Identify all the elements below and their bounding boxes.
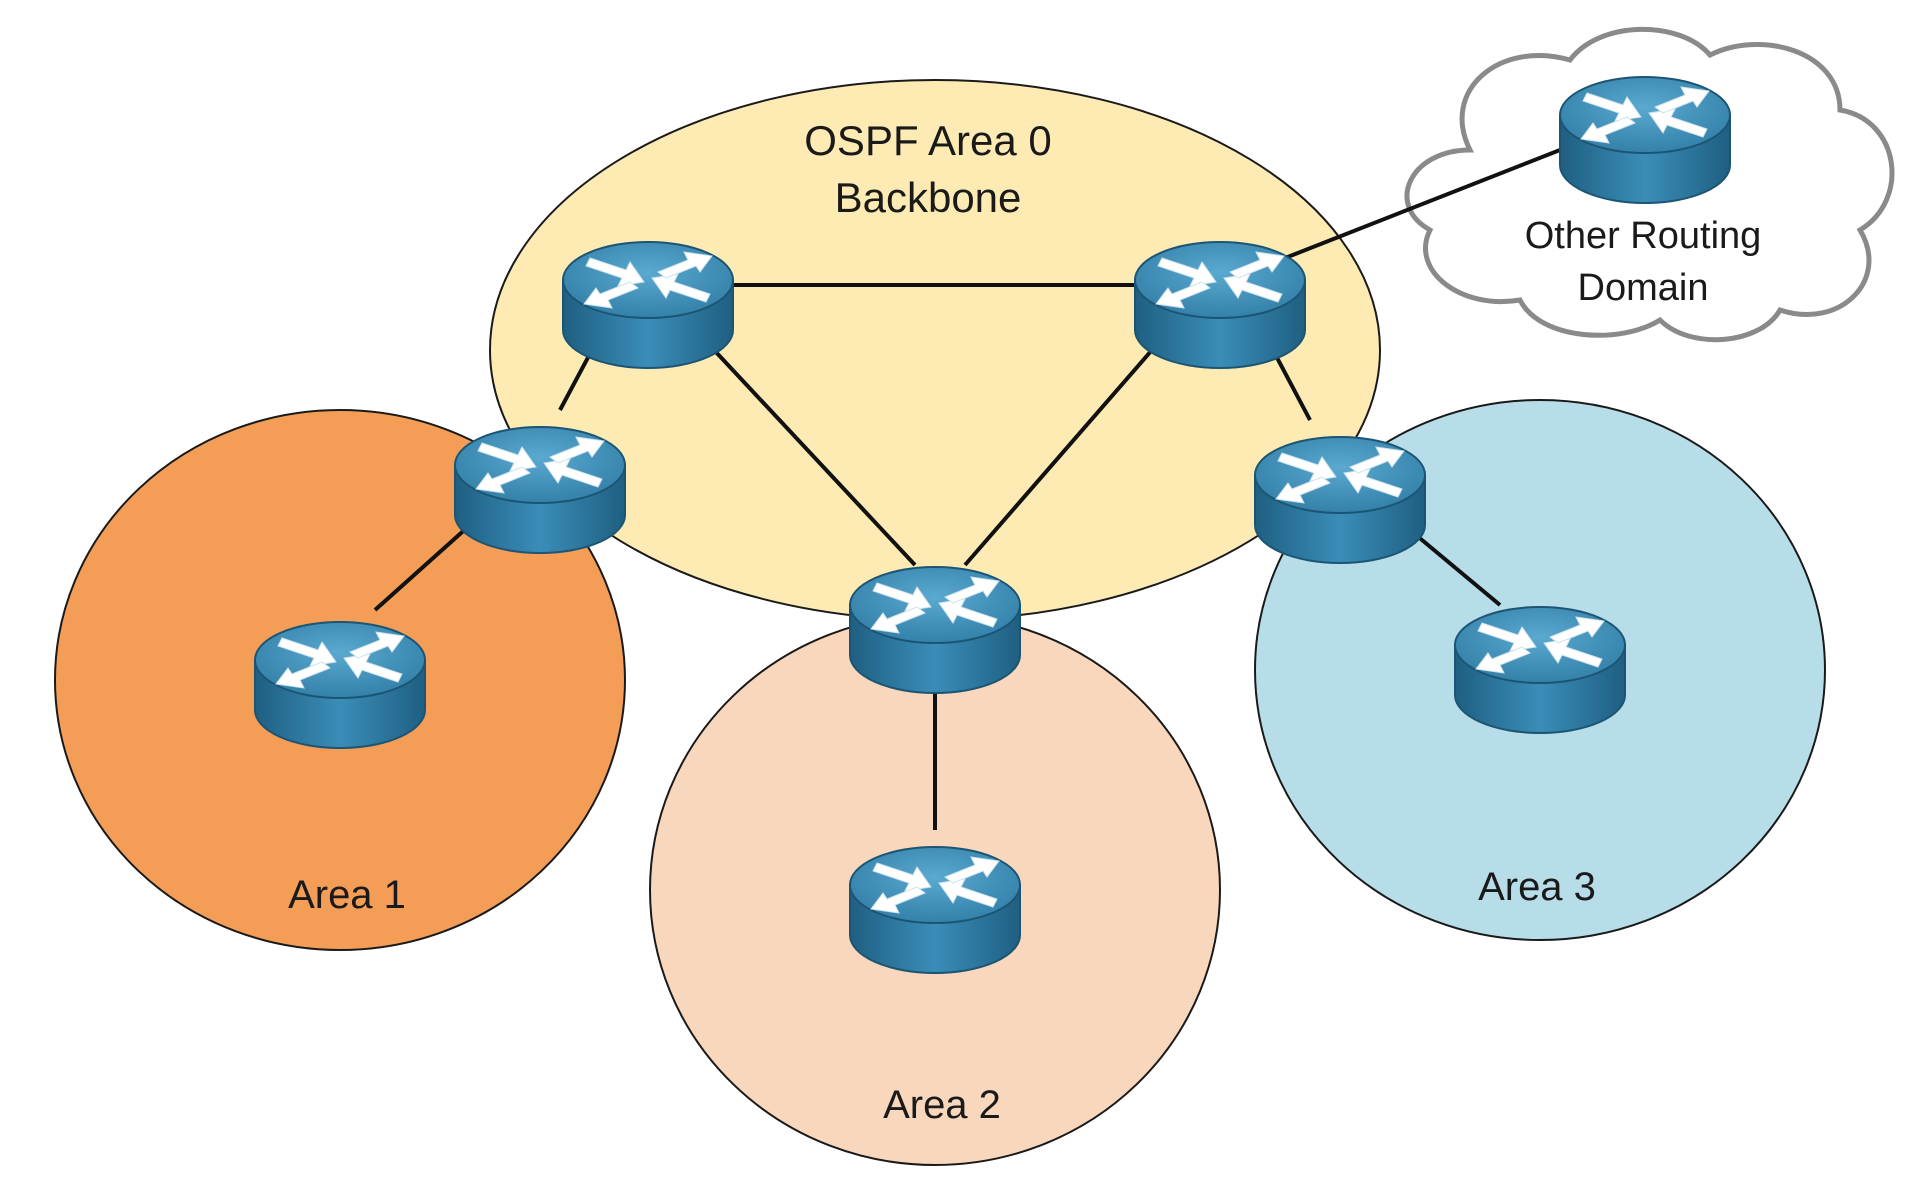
area-3-label: Area 3 [1478, 865, 1596, 909]
router-icon [1454, 606, 1626, 734]
cloud-label-line1: Other Routing [1525, 215, 1762, 257]
link-abr3-area3 [1408, 528, 1502, 607]
cloud-label-line2: Domain [1578, 267, 1709, 309]
backbone-label-line2: Backbone [835, 174, 1022, 221]
router-icon [1134, 241, 1306, 369]
router-icon [849, 846, 1021, 974]
router-icon [1254, 436, 1426, 564]
area-1-label: Area 1 [288, 873, 406, 917]
area-2-label: Area 2 [883, 1083, 1001, 1127]
backbone-label-line1: OSPF Area 0 [804, 117, 1051, 164]
router-icon [562, 241, 734, 369]
router-icon [454, 426, 626, 554]
link-bb-right-abr2 [963, 333, 1167, 567]
link-bb-right-cloud [1279, 148, 1561, 262]
router-icon [254, 621, 426, 749]
link-bb-left-abr2 [698, 333, 917, 567]
link-abr1-area1 [373, 523, 472, 612]
router-icon [1559, 76, 1731, 204]
router-icon [849, 566, 1021, 694]
links [373, 148, 1561, 830]
